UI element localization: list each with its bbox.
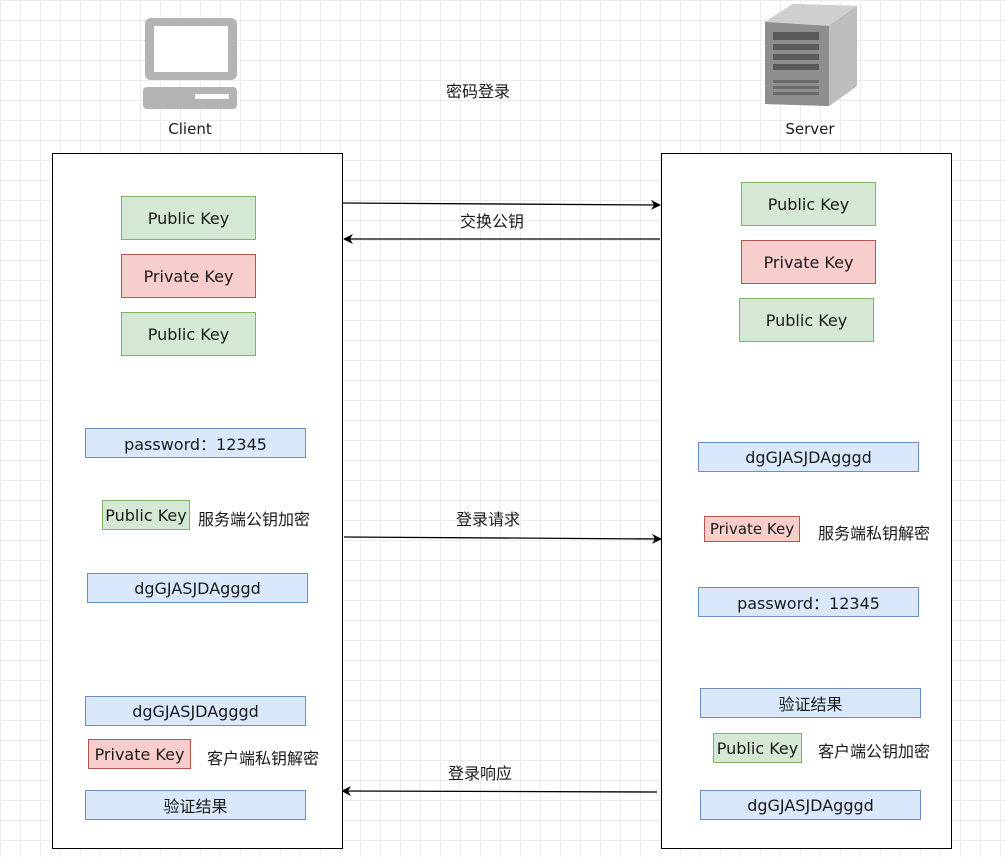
client-received-cipher-box: dgGJASJDAgggd [85,696,306,726]
client-encrypt-label: 服务端公钥加密 [198,510,311,529]
server-cipher-out-box: dgGJASJDAgggd [700,790,921,820]
server-client-public-key-box: Public Key [739,298,874,342]
server-icon [765,4,857,106]
login-response-arrow [341,786,658,797]
login-request-label: 登录请求 [456,510,521,529]
server-label: Server [785,120,835,138]
exchange-label: 交换公钥 [460,212,525,231]
server-password-box: password：12345 [698,587,919,617]
client-ciphertext-box: dgGJASJDAgggd [87,573,308,603]
client-decrypt-label: 客户端私钥解密 [207,749,320,768]
client-server-public-key-box: Public Key [121,312,256,356]
server-private-key-box: Private Key [741,240,876,284]
client-private-key-box: Private Key [121,254,256,298]
client-password-box: password：12345 [85,428,306,458]
server-decrypt-label: 服务端私钥解密 [818,524,931,543]
server-ciphertext-box: dgGJASJDAgggd [698,442,919,472]
login-response-label: 登录响应 [448,764,513,783]
client-public-key-box: Public Key [121,196,256,240]
server-public-key-box: Public Key [741,182,876,226]
server-encrypt-key-badge: Public Key [713,733,802,763]
server-encrypt-label: 客户端公钥加密 [818,742,931,761]
client-label: Client [168,120,212,138]
server-result-box: 验证结果 [700,688,921,718]
client-encrypt-key-badge: Public Key [102,500,190,530]
diagram-title: 密码登录 [446,82,511,101]
computer-icon [143,18,237,109]
server-decrypt-key-badge: Private Key [704,516,800,542]
client-result-box: 验证结果 [85,790,306,820]
client-decrypt-key-badge: Private Key [88,739,191,769]
login-request-arrow [343,533,662,544]
exchange-arrow-to-server [342,199,661,210]
